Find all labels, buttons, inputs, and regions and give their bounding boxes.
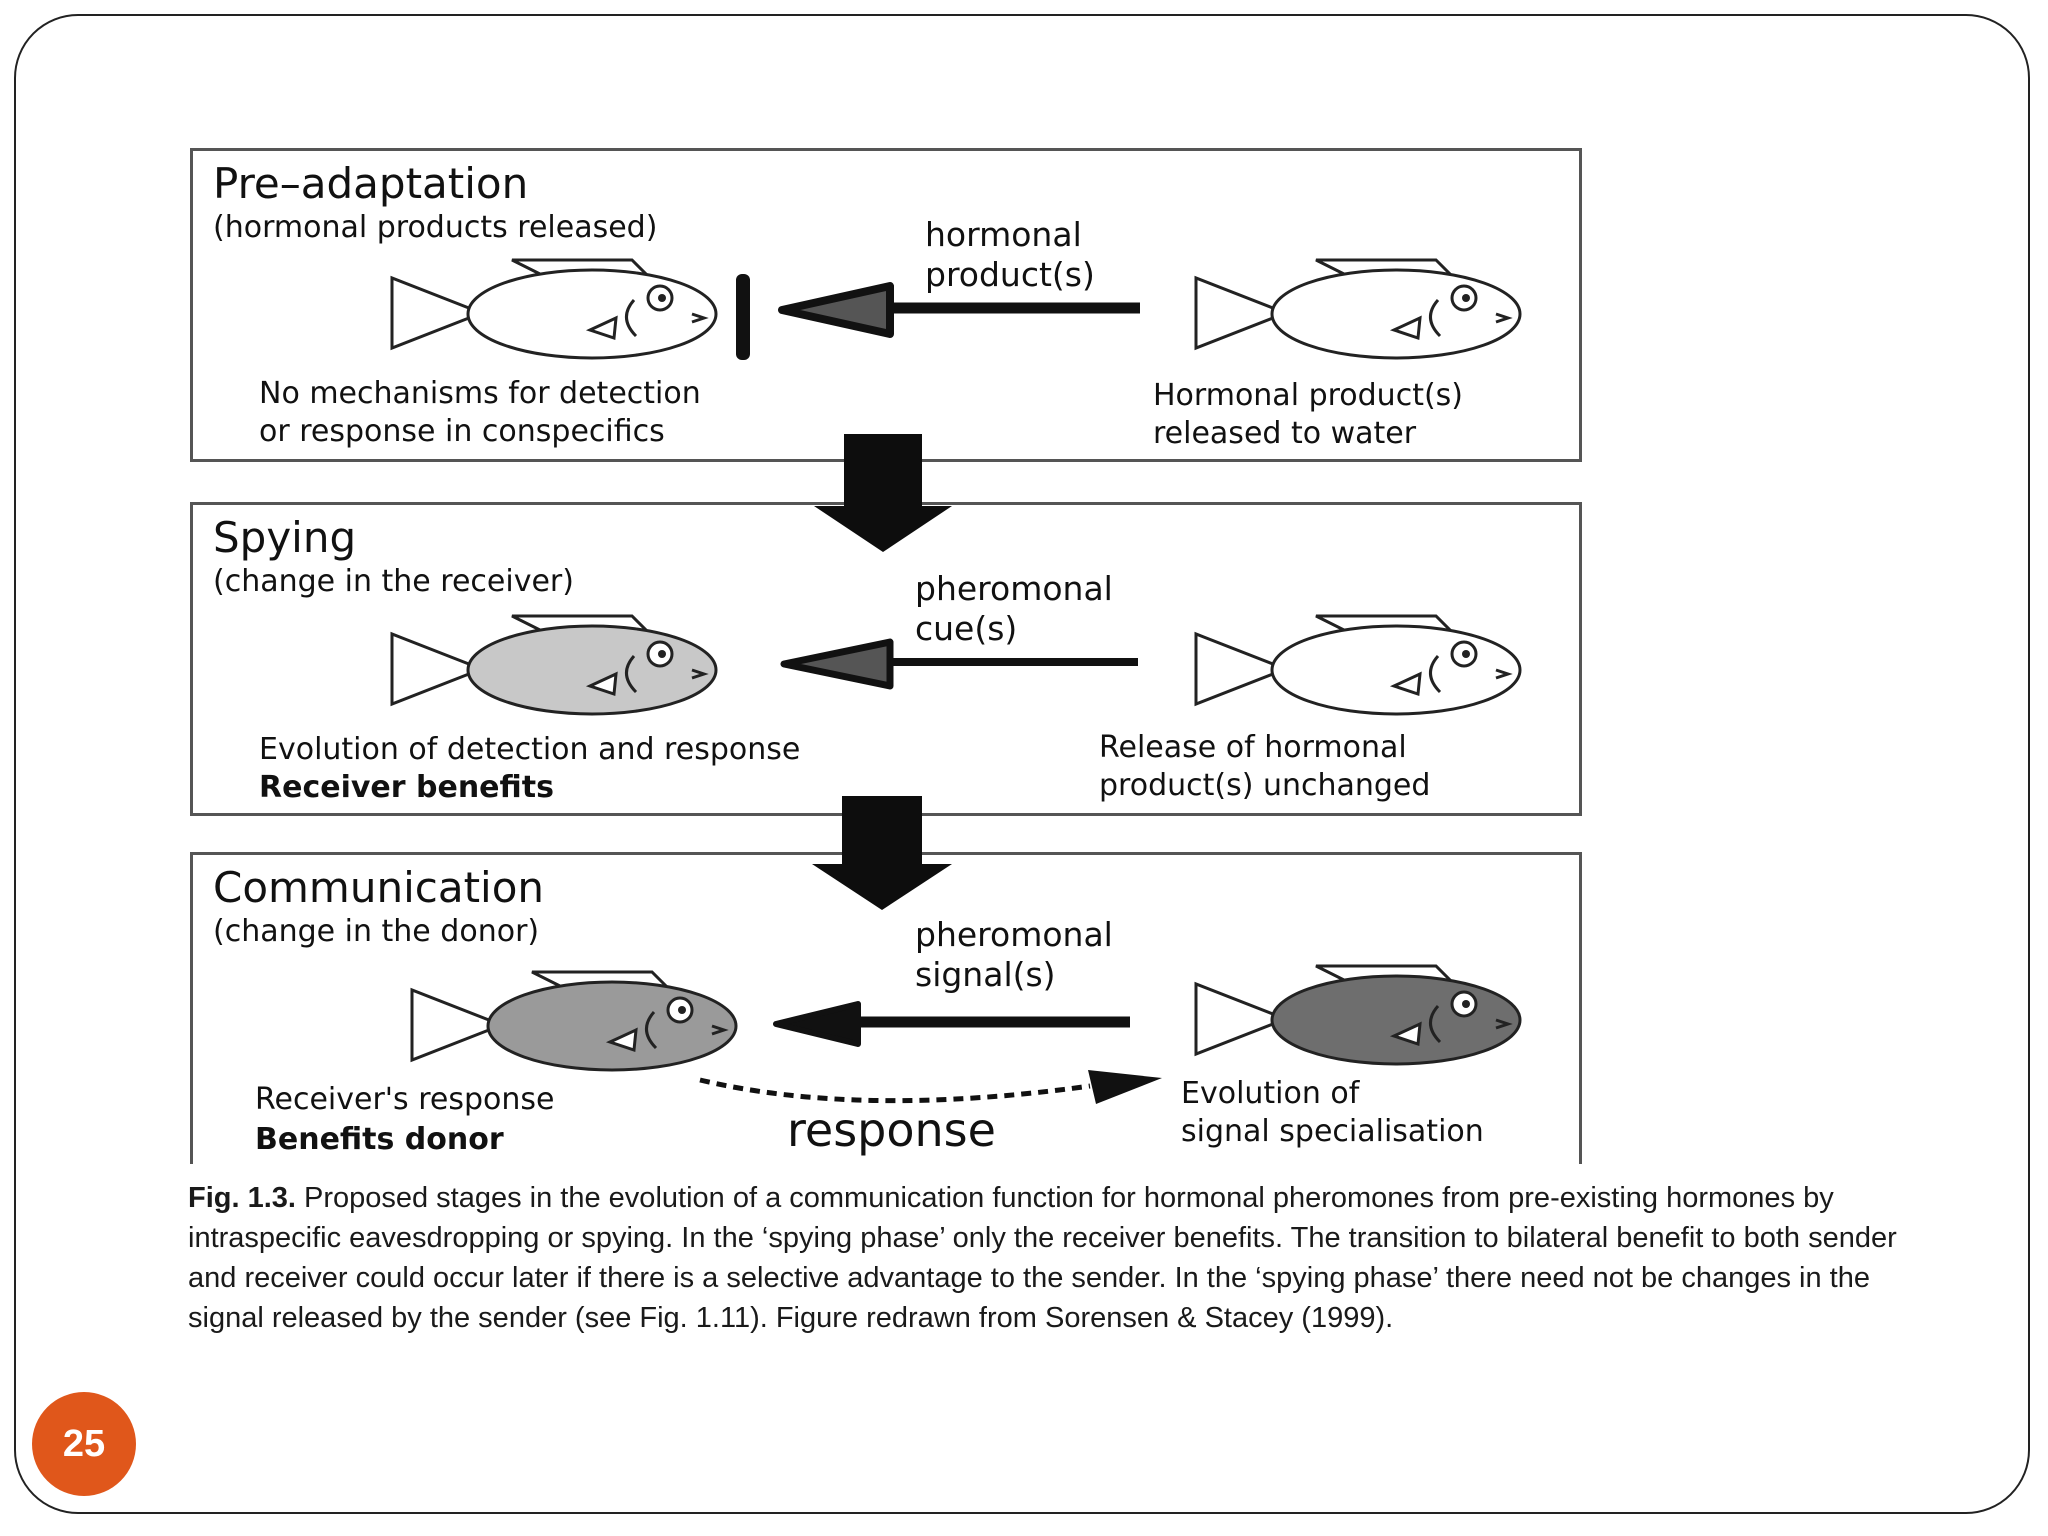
- left-description-line1: No mechanisms for detection: [259, 376, 701, 411]
- fish-icon: [1194, 258, 1522, 360]
- stage-title: Spying: [213, 513, 357, 562]
- arrow-label-line1: pheromonal: [915, 915, 1113, 954]
- fish-icon: [390, 614, 718, 716]
- down-arrow-icon: [814, 434, 952, 552]
- figure-caption: Fig. 1.3.Proposed stages in the evolutio…: [188, 1178, 1908, 1338]
- fish-body: [466, 624, 718, 716]
- left-description-line2: or response in conspecifics: [259, 414, 665, 449]
- block-bar: [736, 274, 750, 360]
- fish-body: [1270, 624, 1522, 716]
- right-description-line1: Evolution of: [1181, 1076, 1360, 1111]
- left-arrow-icon: [773, 1001, 1130, 1047]
- response-dashed-arrow-icon: [699, 1070, 1162, 1104]
- left-arrow-icon: [780, 638, 1138, 690]
- fish-body: [1270, 974, 1522, 1066]
- left-arrow-icon: [778, 282, 1140, 338]
- arrow-label-line2: cue(s): [915, 609, 1018, 648]
- arrow-label-line2: signal(s): [915, 955, 1056, 994]
- caption-text: Proposed stages in the evolution of a co…: [188, 1182, 1897, 1334]
- fish-icon: [1194, 964, 1522, 1066]
- fish-icon: [410, 970, 738, 1072]
- stage-subtitle: (change in the receiver): [213, 564, 574, 599]
- arrow-label-line1: hormonal: [925, 215, 1082, 254]
- caption-label: Fig. 1.3.: [188, 1182, 296, 1214]
- fish-icon: [1194, 614, 1522, 716]
- right-description-line1: Hormonal product(s): [1153, 378, 1463, 413]
- fish-body: [466, 268, 718, 360]
- arrow-label-line1: pheromonal: [915, 569, 1113, 608]
- right-description-line1: Release of hormonal: [1099, 730, 1407, 765]
- right-description-line2: signal specialisation: [1181, 1114, 1484, 1149]
- left-description-line1: Receiver's response: [255, 1082, 555, 1117]
- right-description-line2: product(s) unchanged: [1099, 768, 1431, 803]
- arrow-label-line2: product(s): [925, 255, 1095, 294]
- stage-subtitle: (change in the donor): [213, 914, 540, 949]
- left-description-line2: Receiver benefits: [259, 770, 554, 805]
- response-label: response: [787, 1103, 996, 1157]
- left-description-line1: Evolution of detection and response: [259, 732, 801, 767]
- right-description-line2: released to water: [1153, 416, 1417, 451]
- fish-body: [486, 980, 738, 1072]
- stage-title: Pre–adaptation: [213, 159, 529, 208]
- stage-subtitle: (hormonal products released): [213, 210, 658, 245]
- stage-title: Communication: [213, 863, 545, 912]
- page-number-badge: 25: [32, 1392, 136, 1496]
- down-arrow-icon: [812, 796, 952, 910]
- fish-body: [1270, 268, 1522, 360]
- slide-frame: [14, 14, 2030, 1514]
- left-description-line2: Benefits donor: [255, 1122, 504, 1157]
- fish-icon: [390, 258, 718, 360]
